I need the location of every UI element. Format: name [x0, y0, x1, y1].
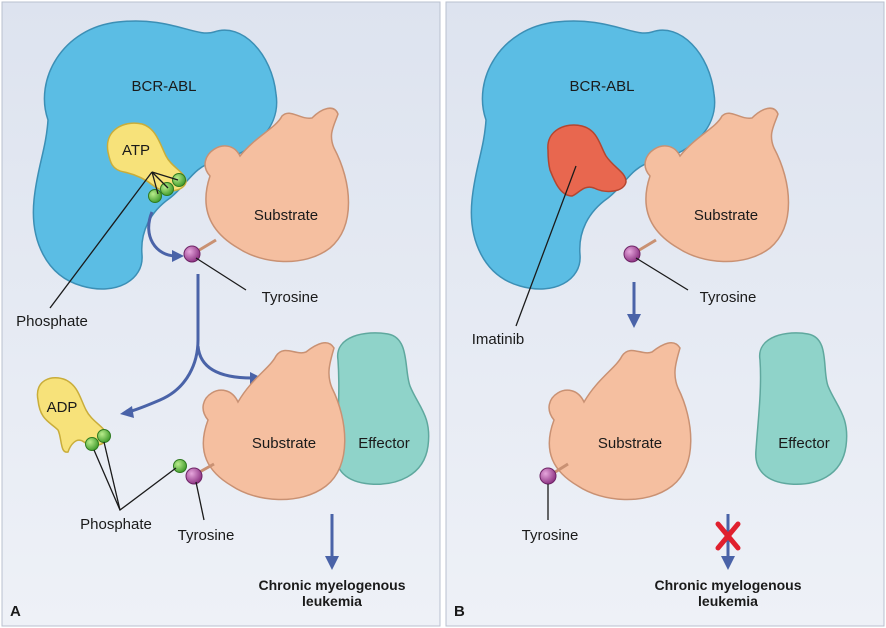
imatinib-label: Imatinib	[472, 331, 525, 348]
substrate-shape-b-top	[644, 107, 790, 263]
leader-line-tyrosine-b-top	[635, 257, 689, 291]
tyrosine-label-a-bottom: Tyrosine	[178, 527, 235, 544]
arrow-head-icon	[721, 556, 735, 570]
arrow-head-icon	[120, 406, 134, 418]
leader-line-phosphate-a-top-3	[151, 171, 179, 181]
substrate-label-a-top: Substrate	[254, 207, 318, 224]
substrate-shape-a-bottom	[202, 342, 346, 501]
tyrosine-label-a-top: Tyrosine	[262, 289, 319, 306]
phosphate-icon	[85, 437, 99, 451]
tyrosine-label-b-top: Tyrosine	[700, 289, 757, 306]
effector-shape-b	[755, 332, 848, 485]
phosphate-icon	[172, 173, 186, 187]
phosphate-icon	[160, 182, 174, 196]
phosphate-label-a-top: Phosphate	[16, 313, 88, 330]
panel-b-letter: B	[454, 603, 465, 620]
outcome-label-a-line2: leukemia	[302, 593, 362, 609]
phosphate-icon	[148, 189, 162, 203]
substrate-shape-a-top	[204, 107, 350, 263]
leader-line-phosphate-a-top-1	[151, 171, 159, 195]
outcome-label-b-line1: Chronic myelogenous	[654, 577, 801, 593]
phosphate-transfer-arrow	[147, 211, 177, 258]
panel-a-letter: A	[10, 603, 21, 620]
panel-a: BCR-ABL Substrate ATP Phosphate Tyrosine	[1, 1, 441, 627]
atp-label: ATP	[122, 142, 150, 159]
leader-line-phosphate-a-bottom-2	[103, 441, 121, 511]
leader-line-phosphate-a-top	[49, 171, 153, 309]
phosphate-icon	[173, 459, 187, 473]
phosphate-icon	[97, 429, 111, 443]
outcome-label-b-line2: leukemia	[698, 593, 758, 609]
reaction-branch-arrow-adp	[127, 274, 200, 414]
arrow-head-icon	[627, 314, 641, 328]
leader-line-imatinib	[515, 165, 577, 327]
reaction-branch-arrow-product	[196, 345, 253, 380]
bcr-abl-label-b: BCR-ABL	[569, 78, 634, 95]
leader-line-tyrosine-a-bottom	[195, 481, 205, 521]
phosphate-label-a-bottom: Phosphate	[80, 516, 152, 533]
bcr-abl-label-a: BCR-ABL	[131, 78, 196, 95]
substrate-label-b-top: Substrate	[694, 207, 758, 224]
adp-label: ADP	[47, 399, 78, 416]
arrow-head-icon	[325, 556, 339, 570]
tyrosine-icon	[185, 467, 203, 485]
substrate-shape-b-bottom	[548, 342, 692, 501]
tyrosine-label-b-bottom: Tyrosine	[522, 527, 579, 544]
imatinib-molecule-shape	[547, 124, 627, 197]
leader-line-phosphate-a-top-2	[151, 171, 169, 189]
tyrosine-icon	[539, 467, 557, 485]
block-x-icon	[715, 521, 741, 551]
leader-line-tyrosine-a-top	[195, 257, 247, 291]
atp-molecule-shape	[106, 122, 187, 192]
panel-b: BCR-ABL Substrate Imatinib Tyrosine Subs…	[445, 1, 885, 627]
adp-phosphate-group	[85, 429, 111, 451]
arrow-head-icon	[172, 250, 184, 262]
effector-label-b: Effector	[778, 435, 829, 452]
outcome-label-a-line1: Chronic myelogenous	[258, 577, 405, 593]
substrate-label-b-bottom: Substrate	[598, 435, 662, 452]
effector-label-a: Effector	[358, 435, 409, 452]
substrate-label-a-bottom: Substrate	[252, 435, 316, 452]
